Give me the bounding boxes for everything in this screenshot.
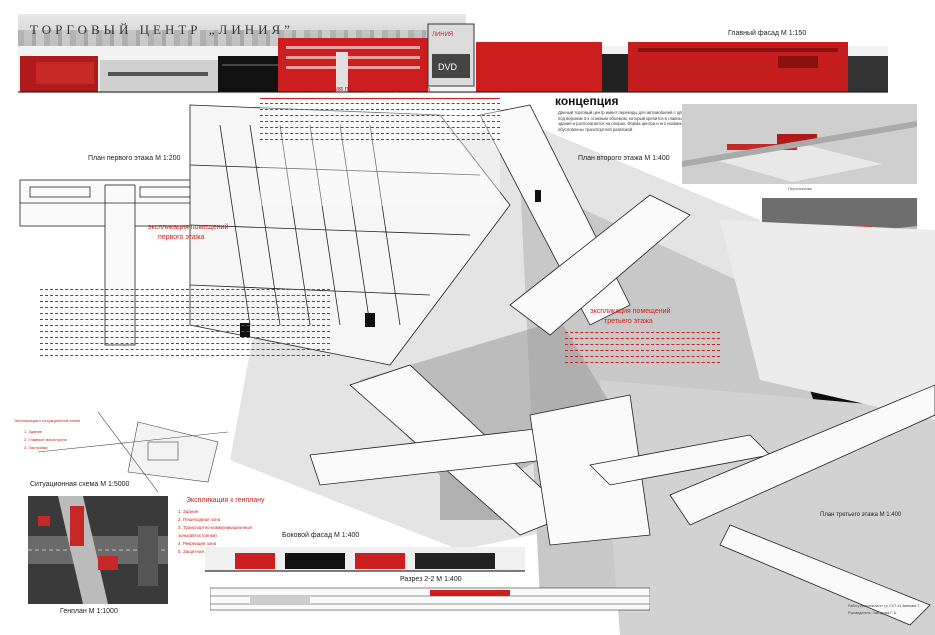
third-floor-explication-text bbox=[565, 328, 720, 370]
genplan-legend: 1. Здание 2. Пешеходная зона 3. Транспор… bbox=[178, 508, 278, 556]
situation-scheme bbox=[38, 412, 228, 492]
concept-heading: концепция bbox=[555, 94, 619, 108]
second-floor-plan bbox=[309, 104, 691, 546]
genplan-legend-item: 2. Пешеходная зона bbox=[178, 517, 221, 522]
situation-legend: 1. Здание 2. Главные магистрали 3. Застр… bbox=[24, 428, 94, 452]
plan-first-floor-label: План первого этажа М 1:200 bbox=[88, 155, 181, 162]
section-label: Разрез 2-2 М 1:400 bbox=[400, 576, 462, 583]
situation-legend-item: 3. Застройки bbox=[24, 445, 48, 450]
third-floor-explication-title-1: экспликация помещений bbox=[590, 308, 671, 315]
plan-third-floor-label: План третьего этажа М 1:400 bbox=[820, 512, 902, 518]
first-floor-explication-title-2: первого этажа bbox=[158, 234, 205, 241]
sign-text: ЛИНИЯ bbox=[432, 32, 453, 38]
main-facade-label: Главный фасад М 1:150 bbox=[728, 30, 807, 37]
perspective-label-1: Перспектива bbox=[788, 186, 812, 191]
section-drawing bbox=[210, 587, 650, 611]
genplan-legend-title: Экспликация к генплану bbox=[186, 497, 265, 504]
genplan-legend-item: 3. Транспортно-коммуникационные зоны(авт… bbox=[178, 525, 253, 538]
first-floor-explication-title-1: экспликация помещений bbox=[148, 224, 229, 231]
floor-plans bbox=[19, 104, 935, 626]
first-floor-explication-text bbox=[40, 285, 330, 410]
genplan-legend-item: 1. Здание bbox=[178, 509, 199, 514]
second-floor-explication-text bbox=[260, 96, 500, 206]
side-facade-label: Боковой фасад М 1:400 bbox=[282, 532, 360, 539]
side-facade-drawing bbox=[205, 547, 525, 572]
perspective-render-1 bbox=[682, 104, 917, 184]
sign-dvd: DVD bbox=[438, 62, 458, 72]
second-floor-explication-title: экспликация помещений второго этажа bbox=[302, 86, 430, 93]
genplan-legend-item: 4. Рекреация зона bbox=[178, 541, 217, 546]
genplan-legend-item: 5. Защитная зона bbox=[178, 549, 215, 554]
page-title: ТОРГОВЫЙ ЦЕНТР „ЛИНИЯ” bbox=[30, 22, 294, 37]
third-floor-explication-title-2: третьего этажа bbox=[604, 318, 653, 325]
situation-legend-item: 2. Главные магистрали bbox=[24, 437, 68, 442]
credit-line-2: Руководитель: Завгарова Г. А. bbox=[848, 611, 897, 615]
main-facade-drawing: ЛИНИЯ DVD bbox=[18, 23, 888, 94]
genplan-drawing bbox=[28, 496, 168, 604]
concept-text: Данный торговый центр имеет переезды для… bbox=[558, 110, 701, 132]
third-floor-plan bbox=[589, 384, 935, 626]
situation-legend-item: 1. Здание bbox=[24, 429, 43, 434]
credit-line-1: Работу выполнила ст. гр. СХТ-41 Акимова … bbox=[848, 604, 920, 608]
first-floor-plan bbox=[19, 104, 511, 366]
plan-second-floor-label: План второго этажа М 1:400 bbox=[578, 155, 670, 162]
situation-scheme-label: Ситуационная схема М 1:5000 bbox=[30, 481, 130, 488]
situation-legend-title: Экспликация к ситуационной схеме bbox=[14, 418, 81, 423]
genplan-label: Генплан М 1:1000 bbox=[60, 608, 118, 615]
